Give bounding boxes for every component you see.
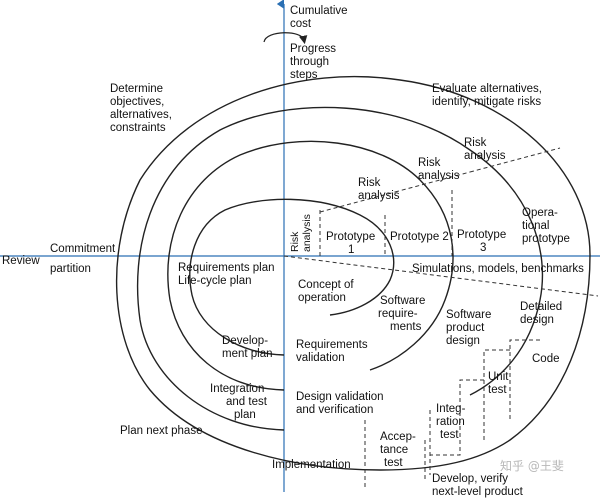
prototype-2-label: Prototype 2 [390,231,449,243]
divider-integration-test [429,379,484,475]
design-validation-label: Design validation and verification [296,391,387,416]
determine-objectives-label: Determine objectives, alternatives, cons… [110,83,175,134]
risk-analysis-3-label: Risk analysis [464,137,506,162]
divider-code [509,339,540,420]
unit-test-label: Unit test [488,371,512,396]
divider-risk-2 [394,171,471,193]
divider-risk-1 [319,191,396,213]
detailed-design-label: Detailed design [520,301,565,326]
spiral-ring-3 [136,106,544,431]
divider-risk-3 [469,147,561,173]
plan-next-phase-label: Plan next phase [120,425,202,437]
concept-of-operation-label: Concept of operation [298,279,357,304]
code-label: Code [532,353,560,365]
risk-analysis-1-label: Risk analysis [358,177,400,202]
rotation-arrow-icon [263,32,308,45]
divider-unit-test [483,349,510,440]
risk-analysis-inner-label: Risk analysis [289,214,313,252]
evaluate-alternatives-label: Evaluate alternatives, identify, mitigat… [432,83,545,108]
review-label: Review [2,255,40,267]
operational-prototype-label: Opera- tional prototype [522,207,570,245]
spiral-ring-2 [167,140,454,391]
watermark-text: 知乎 @王斐 [500,459,564,473]
prototype-1-label: Prototype 1 [326,231,378,256]
integration-plan-label: Integration and test plan [210,383,270,421]
prototype-3-label: Prototype 3 [457,229,509,254]
spiral-outer-ring [115,75,591,471]
development-plan-label: Develop- ment plan [222,335,273,360]
implementation-label: Implementation [272,459,351,471]
progress-label: Progress through steps [290,43,339,81]
acceptance-test-label: Accep- tance test [380,431,419,469]
integration-test-label: Integ- ration test [436,403,469,441]
software-product-design-label: Software product design [446,309,495,347]
cumulative-cost-label: Cumulative cost [290,5,351,30]
spiral-ring-1 [189,198,395,356]
commitment-partition-label: Commitment partition [50,243,118,275]
software-requirements-label: Software require- ments [378,295,429,333]
divider-simulations [283,255,599,297]
risk-analysis-2-label: Risk analysis [418,157,460,182]
requirements-plan-label: Requirements plan Life-cycle plan [178,262,278,287]
develop-verify-label: Develop, verify next-level product [432,473,524,498]
simulations-label: Simulations, models, benchmarks [412,263,584,275]
requirements-validation-label: Requirements validation [296,339,371,364]
